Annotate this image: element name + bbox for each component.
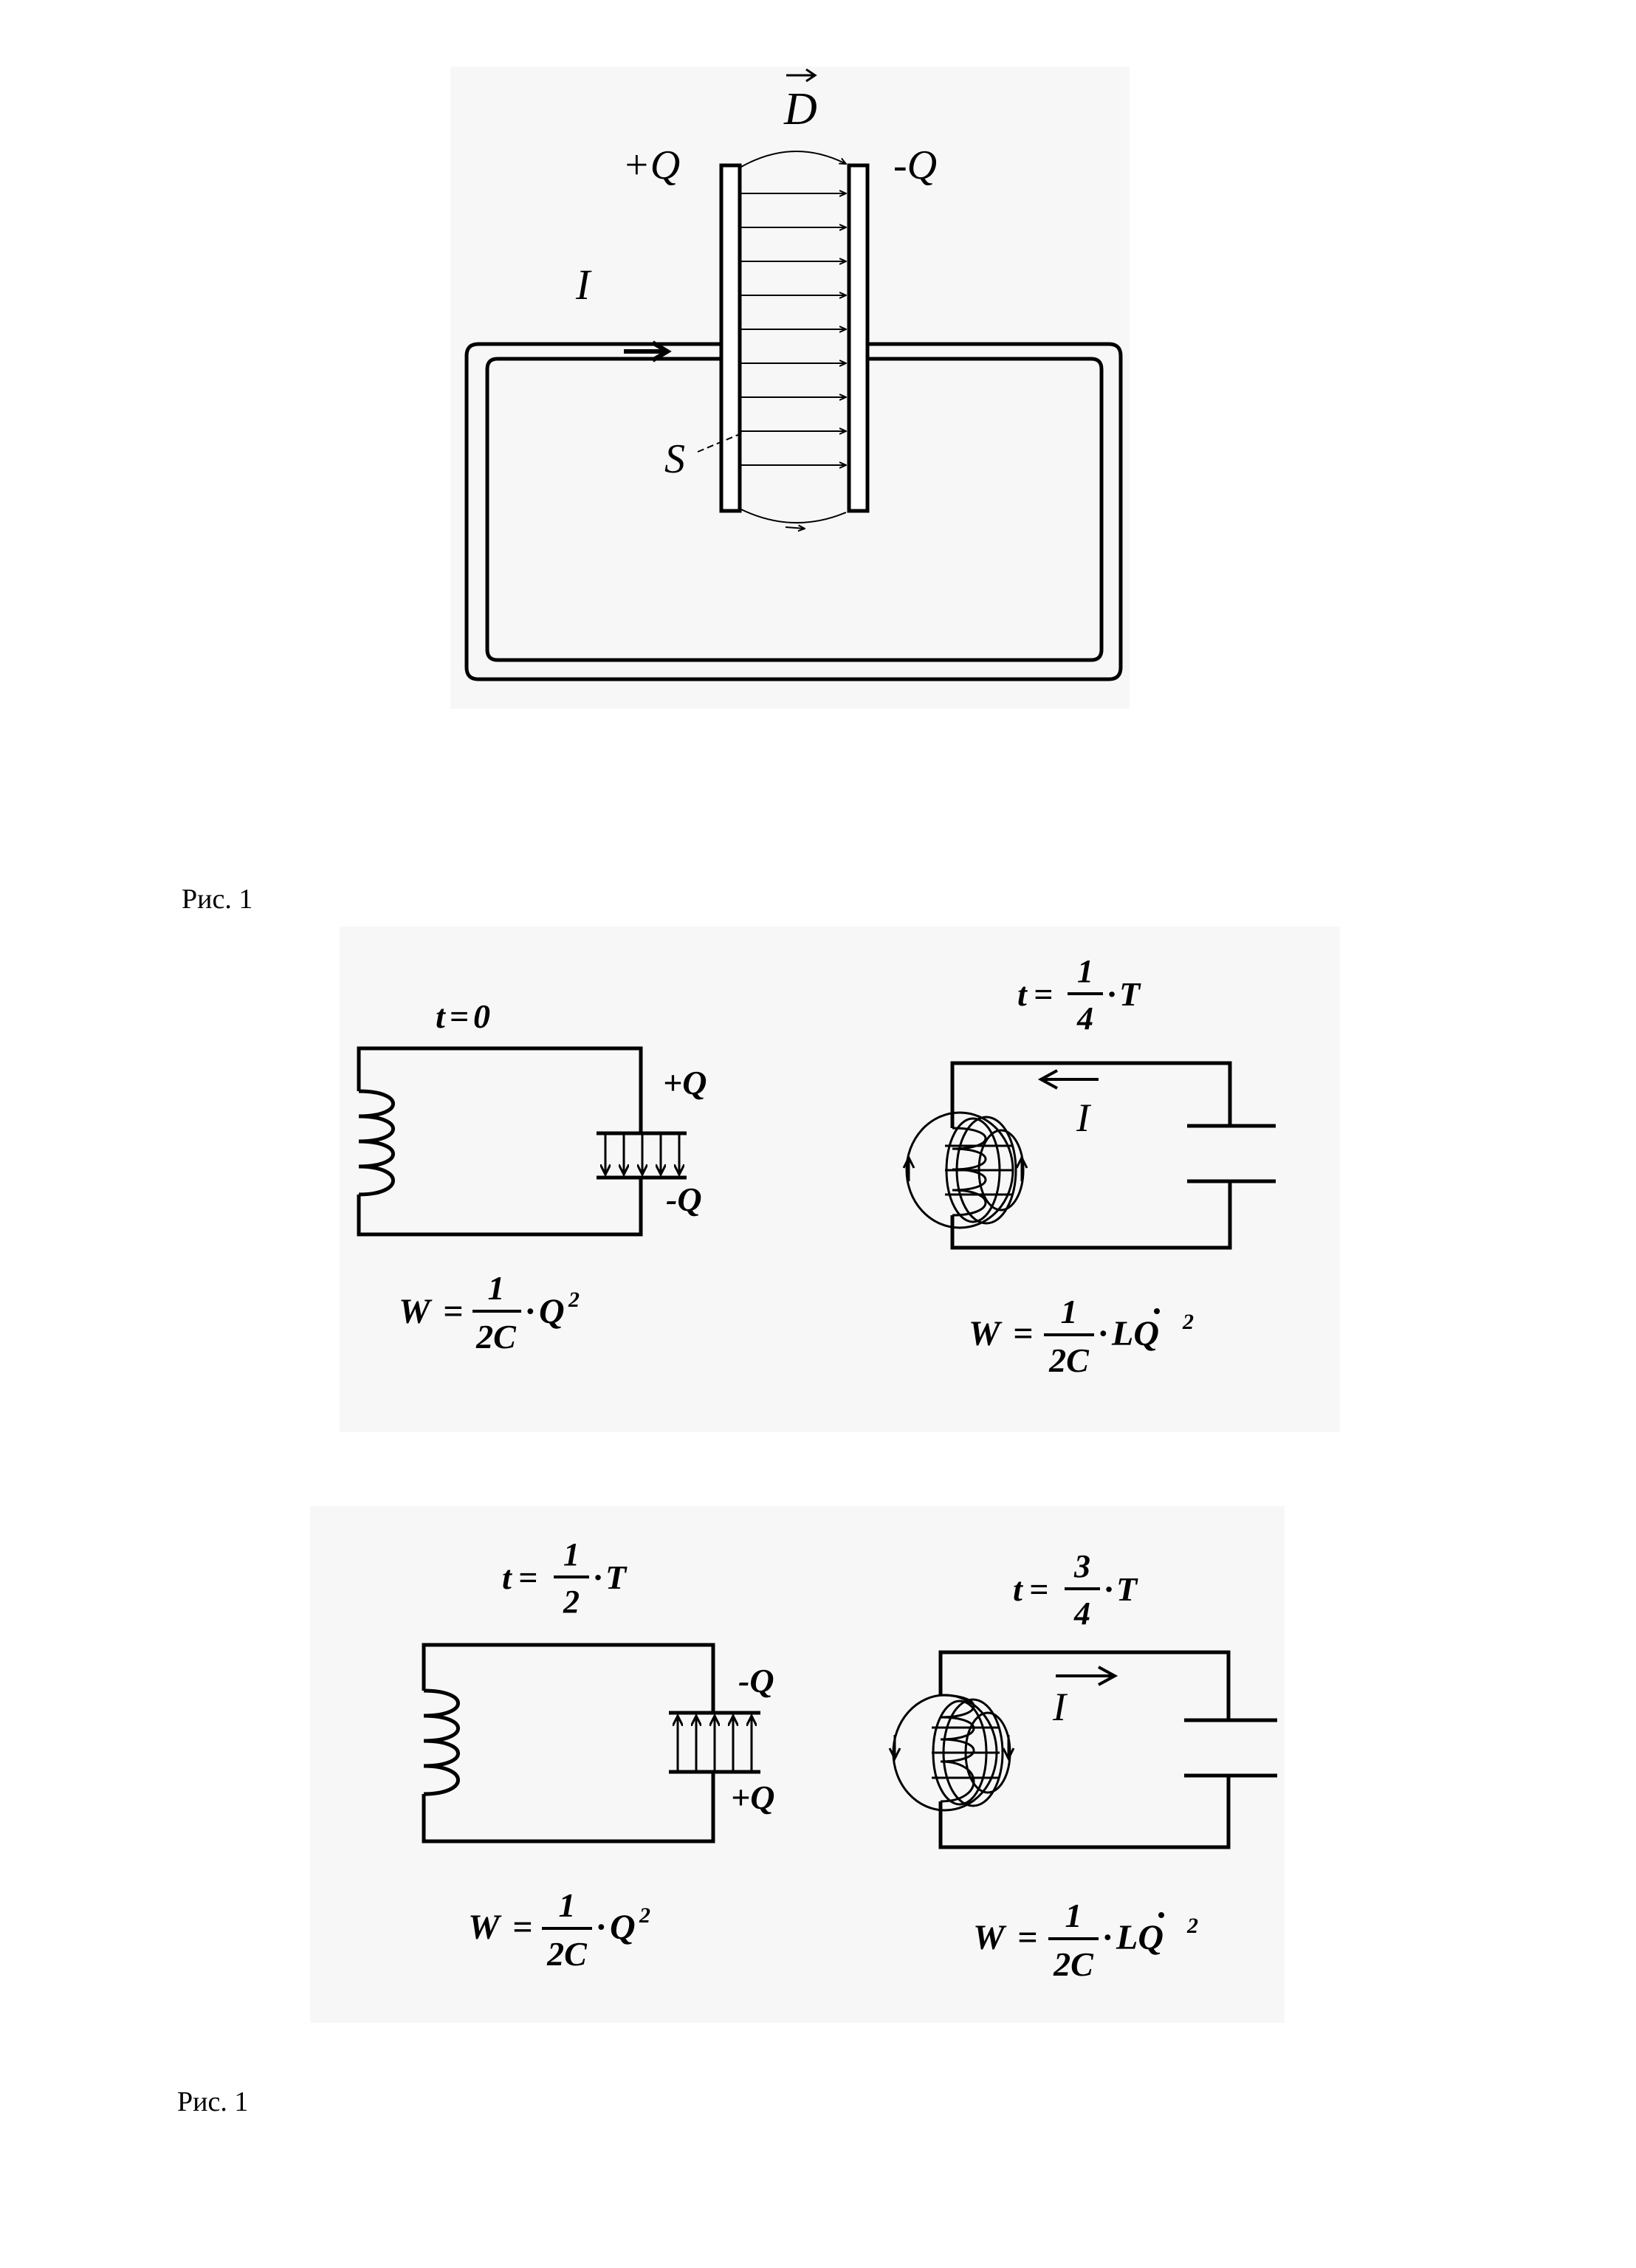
circuit-loop	[464, 342, 1123, 681]
figure1-diagram: D +Q -Q I S	[464, 68, 1123, 681]
svg-text:LQ: LQ	[1111, 1314, 1159, 1353]
energy-formula-t34: W = 1 2C · LQ 2	[973, 1897, 1198, 1983]
svg-text:W: W	[973, 1918, 1007, 1957]
time-t0: t=0	[436, 997, 490, 1035]
lc-circuit-t12	[422, 1643, 760, 1843]
plus-q-label: +Q	[622, 142, 680, 188]
current-label-t14: I	[1076, 1096, 1092, 1140]
svg-text:t: t	[1013, 1570, 1023, 1608]
svg-text:1: 1	[1077, 953, 1093, 989]
svg-text:4: 4	[1073, 1595, 1090, 1632]
d-label: D	[783, 84, 817, 134]
magnetic-field-icon	[902, 1111, 1028, 1229]
vector-arrow-icon	[786, 68, 817, 83]
time-derivative-dot-t34	[1158, 1912, 1164, 1918]
svg-text:=: =	[1029, 1570, 1048, 1608]
time-t34: t = 3 4 · T	[1013, 1548, 1138, 1632]
svg-text:T: T	[1116, 1570, 1138, 1608]
minus-q-t0: -Q	[666, 1181, 702, 1218]
figure-caption-1: Рис. 1	[182, 884, 253, 915]
svg-text:2C: 2C	[546, 1935, 588, 1973]
d-field-lines	[740, 150, 846, 529]
lc-circuit-t14	[950, 1061, 1276, 1250]
svg-text:·: ·	[597, 1908, 605, 1947]
figure-caption-2: Рис. 1	[177, 2086, 249, 2117]
svg-text:2: 2	[1182, 1310, 1194, 1334]
plus-q-t12: +Q	[731, 1779, 774, 1816]
svg-text:1: 1	[559, 1886, 576, 1924]
svg-text:=: =	[443, 1292, 463, 1331]
svg-text:T: T	[605, 1559, 628, 1596]
svg-text:=: =	[512, 1908, 532, 1947]
time-t12: t = 1 2 · T	[502, 1536, 628, 1620]
svg-text:W: W	[969, 1314, 1003, 1353]
panel-t14: I t = 1 4 · T W = 1 2C · LQ 2	[902, 953, 1276, 1379]
right-plate	[847, 163, 870, 513]
svg-text:·: ·	[1107, 975, 1116, 1013]
energy-formula-t0: W = 1 2C · Q 2	[399, 1269, 580, 1355]
time-t14: t = 1 4 · T	[1017, 953, 1141, 1037]
current-arrow-left	[1037, 1069, 1099, 1090]
svg-text:·: ·	[594, 1559, 602, 1596]
minus-q-label: -Q	[893, 142, 937, 188]
inductor-coil-icon	[358, 1089, 395, 1197]
svg-text:=: =	[1017, 1918, 1037, 1957]
svg-text:2: 2	[568, 1288, 580, 1312]
current-label-t34: I	[1052, 1685, 1068, 1729]
magnetic-field-icon-t34	[888, 1694, 1015, 1812]
lc-circuit-t34	[938, 1650, 1277, 1849]
surface-label: S	[664, 436, 685, 482]
figure1-panel	[450, 66, 1130, 709]
svg-text:2C: 2C	[1053, 1945, 1094, 1983]
panel-t34: I t = 3 4 · T W = 1 2C · LQ 2	[888, 1548, 1277, 1983]
svg-text:2: 2	[1186, 1914, 1198, 1938]
svg-text:2C: 2C	[1048, 1341, 1090, 1379]
svg-text:T: T	[1119, 975, 1141, 1013]
current-arrow-right	[1056, 1666, 1118, 1686]
left-plate	[719, 163, 742, 513]
lc-circuit-t0	[357, 1046, 687, 1237]
inductor-coil-icon-t12	[423, 1688, 460, 1796]
surface-pointer	[697, 433, 740, 453]
svg-text:4: 4	[1076, 1000, 1093, 1037]
svg-text:LQ: LQ	[1116, 1918, 1164, 1957]
e-field-arrows-down	[605, 1135, 679, 1175]
current-label: I	[575, 261, 592, 309]
svg-text:2: 2	[563, 1584, 580, 1620]
panel-t12: -Q +Q t = 1 2 · T W = 1 2C · Q 2	[422, 1536, 774, 1973]
time-derivative-dot	[1154, 1308, 1160, 1314]
svg-text:·: ·	[1099, 1314, 1107, 1353]
svg-text:=: =	[518, 1559, 537, 1596]
svg-text:·: ·	[1104, 1570, 1113, 1608]
svg-text:=: =	[1034, 975, 1053, 1013]
svg-text:t: t	[502, 1559, 512, 1596]
svg-text:2: 2	[639, 1903, 650, 1928]
svg-text:·: ·	[1103, 1918, 1112, 1957]
svg-text:Q: Q	[539, 1292, 565, 1331]
current-arrow	[624, 340, 672, 362]
minus-q-t12: -Q	[738, 1662, 774, 1700]
svg-text:=: =	[1013, 1314, 1033, 1353]
svg-text:W: W	[399, 1292, 433, 1331]
figure2-bottom-panel	[310, 1506, 1285, 2023]
panel-t0: t=0 +Q -Q W = 1 2C · Q 2	[357, 997, 707, 1355]
e-field-arrows-up	[678, 1716, 752, 1770]
figure2-top-panel	[340, 927, 1340, 1432]
plus-q-t0: +Q	[663, 1064, 707, 1102]
svg-text:t: t	[1017, 975, 1028, 1013]
svg-text:·: ·	[526, 1292, 535, 1331]
svg-text:1: 1	[1065, 1897, 1082, 1934]
svg-text:1: 1	[563, 1536, 580, 1573]
svg-text:W: W	[468, 1908, 502, 1947]
svg-text:2C: 2C	[475, 1318, 517, 1355]
energy-formula-t14: W = 1 2C · LQ 2	[969, 1293, 1194, 1379]
svg-text:3: 3	[1073, 1548, 1090, 1584]
svg-text:Q: Q	[610, 1908, 636, 1947]
svg-text:1: 1	[1061, 1293, 1078, 1330]
svg-text:1: 1	[488, 1269, 505, 1307]
energy-formula-t12: W = 1 2C · Q 2	[468, 1886, 650, 1973]
